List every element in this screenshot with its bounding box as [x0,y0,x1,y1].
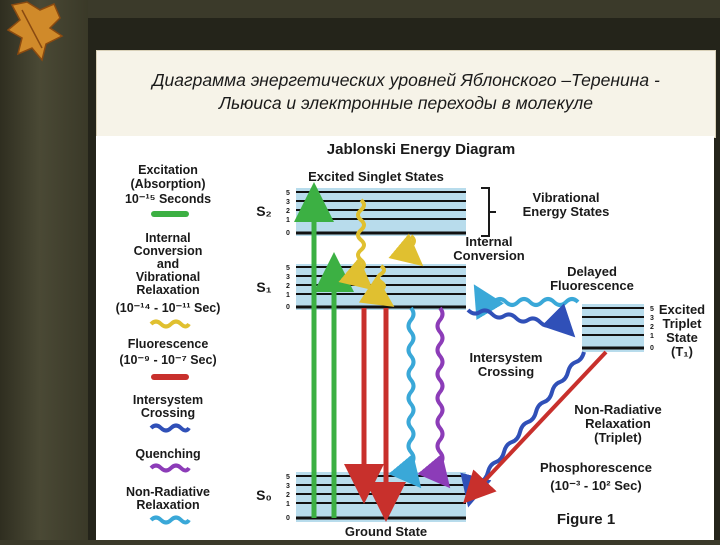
nonradiative-triplet-arrow [460,351,586,508]
nonradiative-wavy-arrow [388,306,422,489]
svg-text:5: 5 [286,265,290,272]
svg-text:3: 3 [286,199,290,206]
svg-text:0: 0 [650,345,654,352]
phosphorescence-l2: (10⁻³ - 10² Sec) [550,478,641,493]
triplet-label-l4: (T₁) [671,344,693,359]
phosphorescence-l1: Phosphorescence [540,460,652,475]
svg-text:0: 0 [286,515,290,522]
phosphorescence-arrow [463,350,608,504]
vibrational-bracket [481,187,496,237]
autumn-leaf-icon [6,1,64,62]
ic-wavy-arrow-2 [358,264,395,307]
svg-text:5: 5 [286,190,290,197]
nr-triplet-l2: Relaxation [585,416,651,431]
svg-text:1: 1 [650,333,654,340]
jablonski-diagram-svg: Jablonski Energy Diagram Excitation (Abs… [116,141,706,539]
legend-quench-l1: Quenching [135,447,200,461]
legend-excitation-l3: 10⁻¹⁵ Seconds [125,192,211,206]
svg-text:3: 3 [650,315,654,322]
intersystem-crossing-arrow [466,303,576,338]
state-label-s0: S₀ [256,487,272,503]
legend: Excitation (Absorption) 10⁻¹⁵ Seconds In… [116,163,221,525]
jablonski-diagram: Jablonski Energy Diagram Excitation (Abs… [96,136,714,540]
legend-ic-l1: Internal [145,231,190,245]
vibrational-label-l1: Vibrational [533,190,600,205]
excited-singlet-label: Excited Singlet States [308,169,444,184]
legend-nr-swatch [149,515,191,525]
svg-text:2: 2 [286,492,290,499]
svg-text:1: 1 [286,292,290,299]
svg-text:0: 0 [286,230,290,237]
intersystem-crossing-l1: Intersystem [470,350,543,365]
slide-left-bar [0,0,88,540]
legend-fluor-swatch [151,374,189,380]
level-s0: 5 3 2 1 0 S₀ [256,472,466,522]
legend-isc-l2: Crossing [141,406,195,420]
legend-ic-l5: Relaxation [136,283,199,297]
legend-quench-swatch [149,463,191,473]
slide-title-line-1: Диаграмма энергетических уровней Яблонск… [152,70,660,90]
state-label-s1: S₁ [256,279,271,295]
delayed-fluorescence-l2: Fluorescence [550,278,634,293]
legend-ic-l6: (10⁻¹⁴ - 10⁻¹¹ Sec) [116,301,221,315]
internal-conversion-l2: Conversion [453,248,525,263]
legend-excitation-swatch [151,211,189,217]
quenching-wavy-arrow [417,306,451,489]
triplet-label-l2: Triplet [662,316,702,331]
legend-ic-swatch [149,319,191,329]
legend-ic-l2: Conversion [134,244,203,258]
legend-nr-l1: Non-Radiative [126,485,210,499]
delayed-fluorescence-arrow [473,284,580,320]
level-t1: 5 3 2 1 0 [582,304,654,352]
legend-isc-l1: Intersystem [133,393,203,407]
svg-text:3: 3 [286,274,290,281]
nr-triplet-l1: Non-Radiative [574,402,661,417]
legend-fluor-l1: Fluorescence [128,337,209,351]
svg-text:5: 5 [286,474,290,481]
nr-triplet-l3: (Triplet) [594,430,642,445]
triplet-label-l3: State [666,330,698,345]
svg-text:1: 1 [286,501,290,508]
ground-state-label: Ground State [345,524,427,539]
legend-isc-swatch [149,423,191,433]
intersystem-crossing-l2: Crossing [478,364,534,379]
triplet-label-l1: Excited [659,302,705,317]
figure-label: Figure 1 [557,511,615,528]
ic-wavy-arrow-3 [388,233,424,267]
ic-wavy-arrow-1 [338,198,374,291]
slide-title-box: Диаграмма энергетических уровней Яблонск… [96,50,716,138]
svg-text:2: 2 [650,324,654,331]
svg-text:5: 5 [650,306,654,313]
legend-ic-l3: and [157,257,179,271]
legend-ic-l4: Vibrational [136,270,200,284]
svg-text:3: 3 [286,483,290,490]
legend-nr-l2: Relaxation [136,498,199,512]
legend-excitation-l2: (Absorption) [131,177,206,191]
slide-title-line-2: Льюиса и электронные переходы в молекуле [218,93,593,113]
svg-text:1: 1 [286,217,290,224]
internal-conversion-l1: Internal [466,234,513,249]
legend-fluor-l2: (10⁻⁹ - 10⁻⁷ Sec) [119,353,216,367]
legend-excitation-l1: Excitation [138,163,198,177]
state-label-s2: S₂ [256,203,272,219]
svg-text:2: 2 [286,208,290,215]
svg-text:2: 2 [286,283,290,290]
svg-text:0: 0 [286,304,290,311]
diagram-heading: Jablonski Energy Diagram [327,141,515,158]
vibrational-label-l2: Energy States [523,204,610,219]
delayed-fluorescence-l1: Delayed [567,264,617,279]
